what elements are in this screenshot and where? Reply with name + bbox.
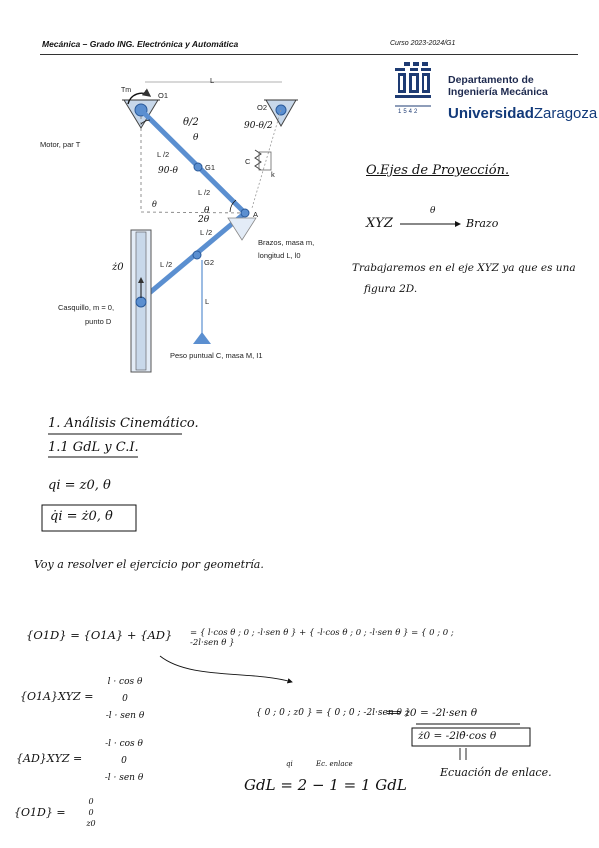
work-line-1: Trabajaremos en el eje XYZ ya que es una bbox=[352, 262, 576, 274]
o1a-row2: 0 bbox=[122, 694, 128, 704]
o1d-vector: 0 0 z0 bbox=[84, 796, 98, 829]
label-O2: O2 bbox=[257, 103, 268, 112]
dept-line1: Departamento de bbox=[448, 74, 534, 86]
o1a-row1: l · cos θ bbox=[107, 677, 143, 687]
label-L-top: L bbox=[210, 76, 215, 85]
result-z0: ⟹ z0 = -2l·sen θ bbox=[386, 707, 478, 719]
axes-title: O.Ejes de Proyección. bbox=[366, 163, 510, 178]
axes-arm: Brazo bbox=[466, 217, 499, 230]
label-G2: G2 bbox=[204, 258, 215, 267]
label-90-theta: 90-θ bbox=[158, 166, 178, 176]
joint-G1 bbox=[193, 162, 203, 172]
vector-main-rhs: = { l·cos θ ; 0 ; -l·sen θ } + { -l·cos … bbox=[190, 628, 454, 648]
label-k: k bbox=[271, 170, 275, 179]
arm-upper bbox=[138, 107, 248, 216]
label-arms-1: Brazos, masa m, bbox=[258, 238, 315, 247]
axes-xyz: XYZ bbox=[366, 216, 393, 231]
o1d-row1: 0 bbox=[88, 797, 94, 806]
label-theta-top: θ bbox=[152, 200, 157, 209]
ad-row1: -l · cos θ bbox=[105, 739, 143, 749]
label-z0dot: ż0 bbox=[112, 262, 124, 273]
vector-main-lhs: {O1D} = {O1A} + {AD} bbox=[26, 628, 173, 642]
logo-year: 1542 bbox=[398, 109, 420, 115]
o1a-lhs: {O1A}XYZ = bbox=[20, 690, 94, 703]
gdl-line: GdL = 2 − 1 = 1 GdL bbox=[244, 776, 407, 794]
label-torque: Tm bbox=[121, 87, 132, 94]
link-equation-label: Ecuación de enlace. bbox=[440, 766, 552, 779]
qi-dot-line: q̇i = ż0, θ̇ bbox=[50, 509, 113, 524]
o1d-row2: 0 bbox=[88, 808, 94, 817]
university-name: UniversidadZaragoza bbox=[448, 105, 597, 122]
spring-k bbox=[254, 149, 262, 171]
motor-torque-arc bbox=[127, 88, 152, 105]
header-rule bbox=[40, 54, 578, 55]
header-course: Mecánica – Grado ING. Electrónica y Auto… bbox=[42, 39, 239, 49]
qi-small: qi bbox=[286, 760, 293, 768]
o1a-vector: l · cos θ 0 -l · sen θ bbox=[100, 674, 150, 725]
axes-theta: θ bbox=[430, 206, 436, 216]
section1-title: 1. Análisis Cinemático. bbox=[48, 416, 199, 431]
label-90-theta-half: 90-θ/2 bbox=[244, 121, 273, 131]
label-O1: O1 bbox=[158, 91, 169, 100]
o1a-row3: -l · sen θ bbox=[105, 711, 145, 721]
label-L2-d: L /2 bbox=[160, 260, 173, 269]
university-bold: Universidad bbox=[448, 105, 534, 122]
label-motor: Motor, par T bbox=[40, 140, 81, 149]
qi-line: qi = z0, θ bbox=[48, 478, 111, 493]
ec-small: Ec. enlace bbox=[316, 760, 353, 768]
label-L2-b: L /2 bbox=[198, 188, 211, 197]
o1d-row3: z0 bbox=[86, 819, 96, 828]
geometry-line: Voy a resolver el ejercicio por geometrí… bbox=[34, 558, 264, 571]
header-year: Curso 2023-2024/G1 bbox=[390, 40, 456, 47]
joint-G2 bbox=[192, 250, 202, 260]
ad-lhs: {AD}XYZ = bbox=[16, 752, 83, 765]
label-L2-c: L /2 bbox=[200, 228, 213, 237]
university-regular: Zaragoza bbox=[533, 105, 598, 122]
label-theta-half: θ/2 bbox=[183, 117, 199, 128]
section1-sub: 1.1 GdL y C.I. bbox=[48, 440, 139, 455]
dept-line2: Ingeniería Mecánica bbox=[448, 86, 548, 98]
label-A: A bbox=[253, 210, 259, 219]
dept-name: Departamento de Ingeniería Mecánica bbox=[448, 74, 548, 98]
equality-line: { 0 ; 0 ; z0 } = { 0 ; 0 ; -2l·sen θ } bbox=[256, 708, 411, 718]
work-line-2: figura 2D. bbox=[364, 283, 418, 295]
label-L-vert: L bbox=[205, 297, 210, 306]
label-G1: G1 bbox=[205, 163, 216, 172]
label-bushing-2: punto D bbox=[85, 317, 112, 326]
joint-A bbox=[240, 208, 250, 218]
label-C: C bbox=[245, 157, 251, 166]
label-bushing-1: Casquillo, m = 0, bbox=[58, 303, 115, 312]
label-weight: Peso puntual C, masa M, I1 bbox=[170, 351, 263, 360]
result-z0-dot: ż0 = -2lθ̇·cos θ bbox=[418, 730, 497, 742]
label-theta: θ bbox=[193, 133, 199, 143]
bushing-D bbox=[135, 296, 147, 308]
label-arms-2: longitud L, l0 bbox=[258, 251, 301, 260]
weight-C bbox=[193, 332, 211, 344]
o1d-lhs: {O1D} = bbox=[14, 806, 66, 819]
ad-vector: -l · cos θ 0 -l · sen θ bbox=[94, 736, 154, 787]
ad-row2: 0 bbox=[121, 756, 127, 766]
ad-row3: -l · sen θ bbox=[104, 773, 144, 783]
label-2theta: 2θ bbox=[198, 215, 210, 225]
label-theta-A: θ bbox=[204, 206, 210, 216]
label-L2-a: L /2 bbox=[157, 150, 170, 159]
